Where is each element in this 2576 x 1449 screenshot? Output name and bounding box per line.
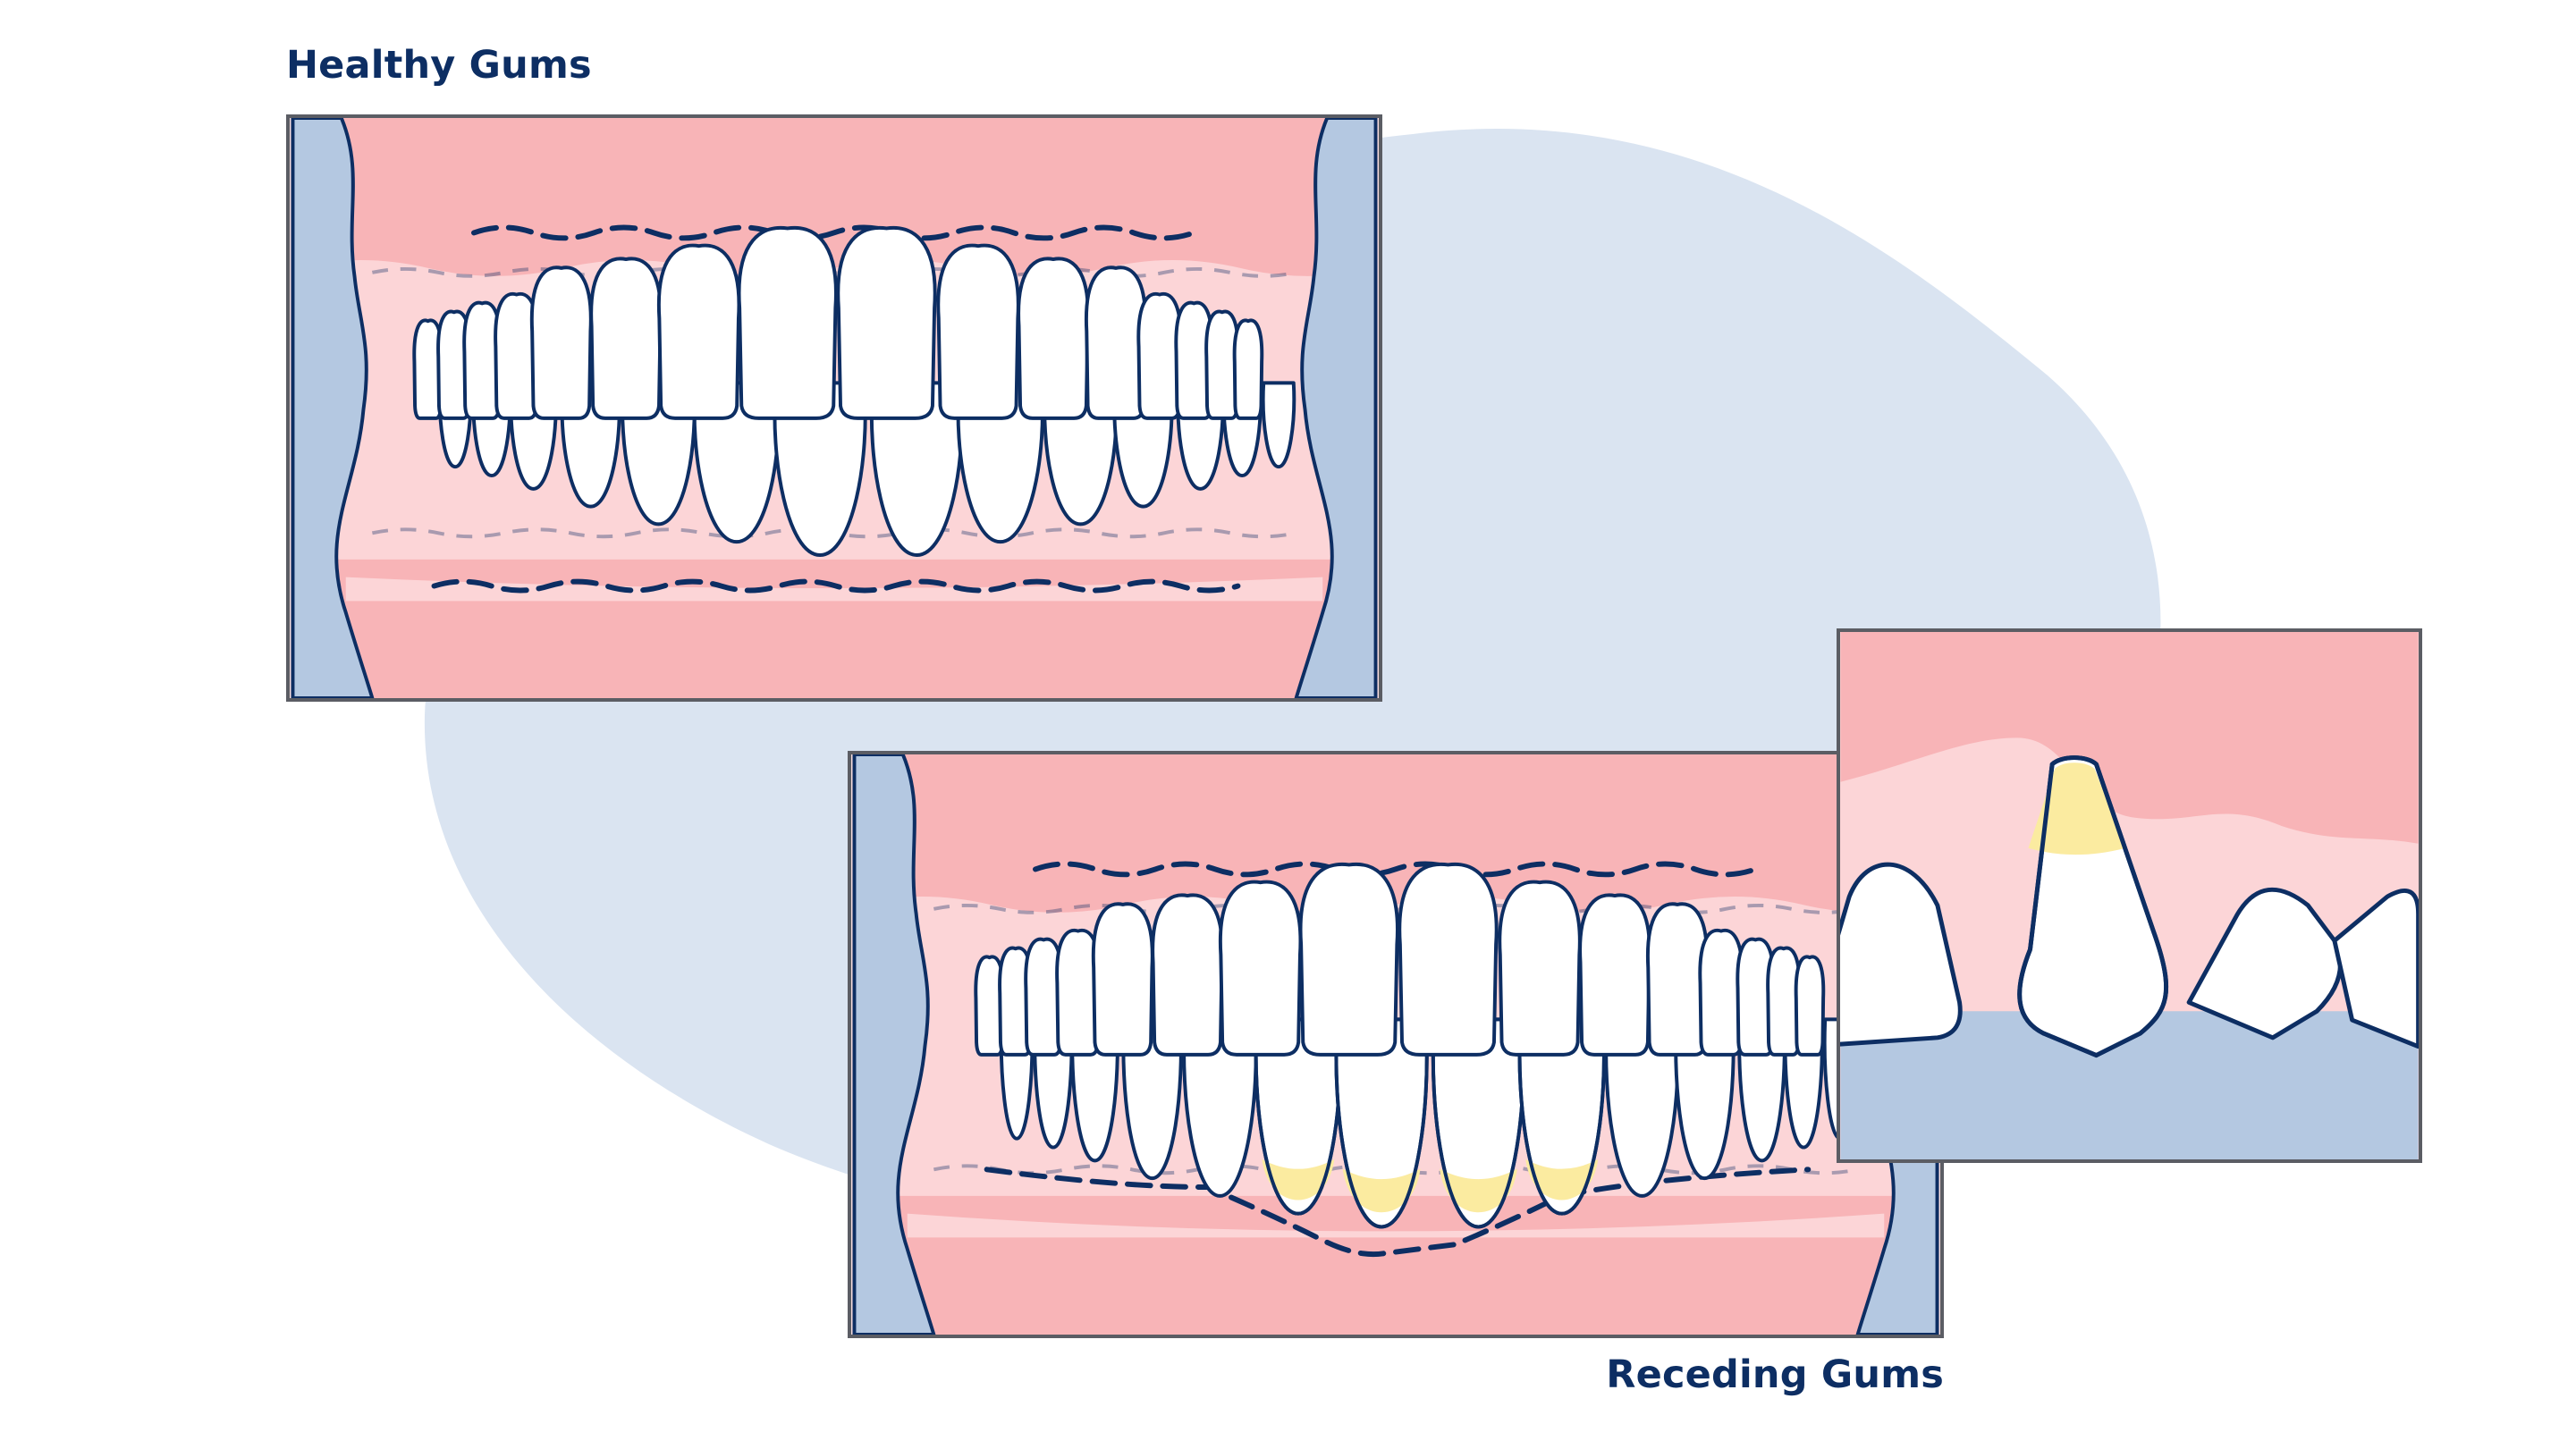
- healthy-upper-tooth-13: [1136, 291, 1183, 420]
- receding-lower-gum: [854, 1237, 1938, 1335]
- healthy-right-cheek: [1294, 118, 1378, 698]
- receding-left-cheek: [852, 754, 936, 1335]
- receding-upper-tooth-8: [1298, 862, 1399, 1057]
- receding-upper-tooth-16: [1794, 955, 1826, 1057]
- healthy-upper-tooth-16: [1232, 318, 1264, 420]
- healthy-upper-tooth-5: [529, 265, 593, 420]
- healthy-lower-tooth-9: [956, 381, 1044, 544]
- healthy-upper-tooth-7: [656, 243, 741, 420]
- receding-upper-tooth-9: [1398, 862, 1499, 1057]
- healthy-gums-label: Healthy Gums: [286, 43, 592, 88]
- receding-exposed-root-6: [1262, 1158, 1335, 1200]
- receding-lower-tooth-8: [1431, 1017, 1526, 1229]
- receding-lower-tooth-4: [1121, 1017, 1183, 1181]
- closeup-far-right-tooth: [2332, 888, 2419, 1049]
- receding-lower-tooth-11: [1674, 1017, 1736, 1181]
- closeup-left-tooth: [1840, 862, 1963, 1047]
- healthy-lower-tooth-7: [773, 381, 867, 557]
- receding-lower-tooth-6: [1254, 1017, 1343, 1216]
- receding-gum-closeup-panel: [1837, 628, 2422, 1163]
- healthy-upper-tooth-6: [589, 257, 663, 420]
- receding-upper-tooth-13: [1698, 928, 1744, 1057]
- receding-upper-tooth-6: [1151, 893, 1224, 1057]
- healthy-lower-gum-inner: [345, 577, 1323, 602]
- receding-exposed-root-7: [1342, 1168, 1421, 1213]
- receding-gums-label: Receding Gums: [1606, 1352, 1944, 1397]
- healthy-upper-tooth-8: [737, 225, 838, 420]
- healthy-lower-gum: [292, 601, 1376, 698]
- healthy-upper-gumline: [471, 224, 1197, 241]
- healthy-upper-tooth-10: [936, 243, 1020, 420]
- receding-upper-tooth-5: [1091, 902, 1154, 1057]
- receding-lower-tooth-7: [1334, 1017, 1429, 1229]
- receding-upper-tooth-12: [1645, 902, 1709, 1057]
- receding-upper-gumline: [1033, 861, 1759, 878]
- closeup-tooth-illustration: [1840, 632, 2419, 1159]
- receding-exposed-root-9: [1525, 1158, 1599, 1200]
- receding-lower-gumline: [984, 1167, 1812, 1258]
- receding-lower-gum-inner: [907, 1213, 1885, 1238]
- receding-upper-tooth-7: [1218, 880, 1303, 1057]
- receding-teeth-illustration: [852, 754, 1939, 1335]
- receding-lower-tooth-9: [1517, 1017, 1606, 1216]
- receding-exposed-root-8: [1440, 1168, 1517, 1213]
- healthy-lower-tooth-14: [1261, 381, 1296, 469]
- receding-upper-tooth-11: [1578, 893, 1651, 1057]
- closeup-receding-tooth: [2017, 755, 2169, 1058]
- healthy-left-cheek: [291, 118, 375, 698]
- receding-gums-panel: [848, 751, 1944, 1338]
- closeup-right-tooth: [2186, 887, 2343, 1040]
- closeup-exposed-root: [2028, 762, 2126, 855]
- healthy-teeth-illustration: [291, 118, 1378, 698]
- healthy-upper-tooth-11: [1017, 257, 1090, 420]
- receding-upper-tooth-10: [1498, 880, 1582, 1057]
- healthy-upper-tooth-9: [836, 225, 937, 420]
- healthy-lower-gumline: [431, 578, 1241, 594]
- healthy-gums-panel: [286, 114, 1382, 702]
- healthy-upper-tooth-12: [1084, 265, 1147, 420]
